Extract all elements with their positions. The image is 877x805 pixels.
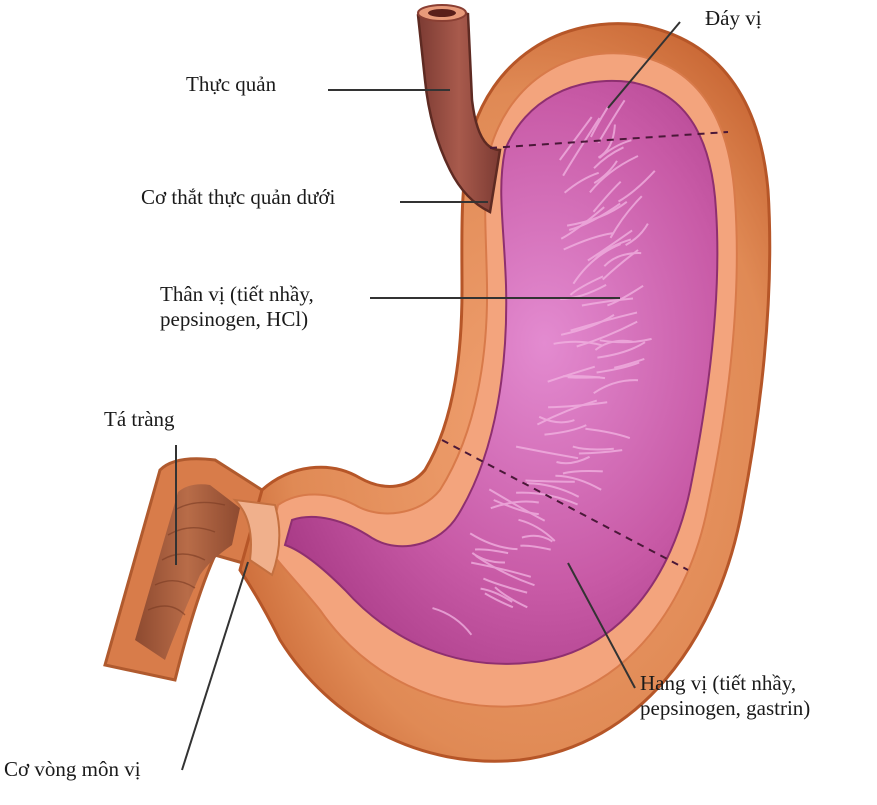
label-antrum-line1: Hang vị (tiết nhầy, [640, 671, 810, 696]
esophagus-lumen [428, 9, 456, 17]
label-lower-esophageal-sphincter: Cơ thắt thực quản dưới [141, 185, 335, 210]
label-fundus: Đáy vị [705, 6, 762, 31]
label-stomach-body-line1: Thân vị (tiết nhầy, [160, 282, 314, 307]
label-stomach-body-line2: pepsinogen, HCl) [160, 307, 314, 332]
label-pyloric-sphincter: Cơ vòng môn vị [4, 757, 141, 782]
label-antrum-line2: pepsinogen, gastrin) [640, 696, 810, 721]
label-stomach-body: Thân vị (tiết nhầy, pepsinogen, HCl) [160, 282, 314, 332]
label-duodenum: Tá tràng [104, 407, 175, 432]
label-esophagus: Thực quản [186, 72, 276, 97]
label-antrum: Hang vị (tiết nhầy, pepsinogen, gastrin) [640, 671, 810, 721]
